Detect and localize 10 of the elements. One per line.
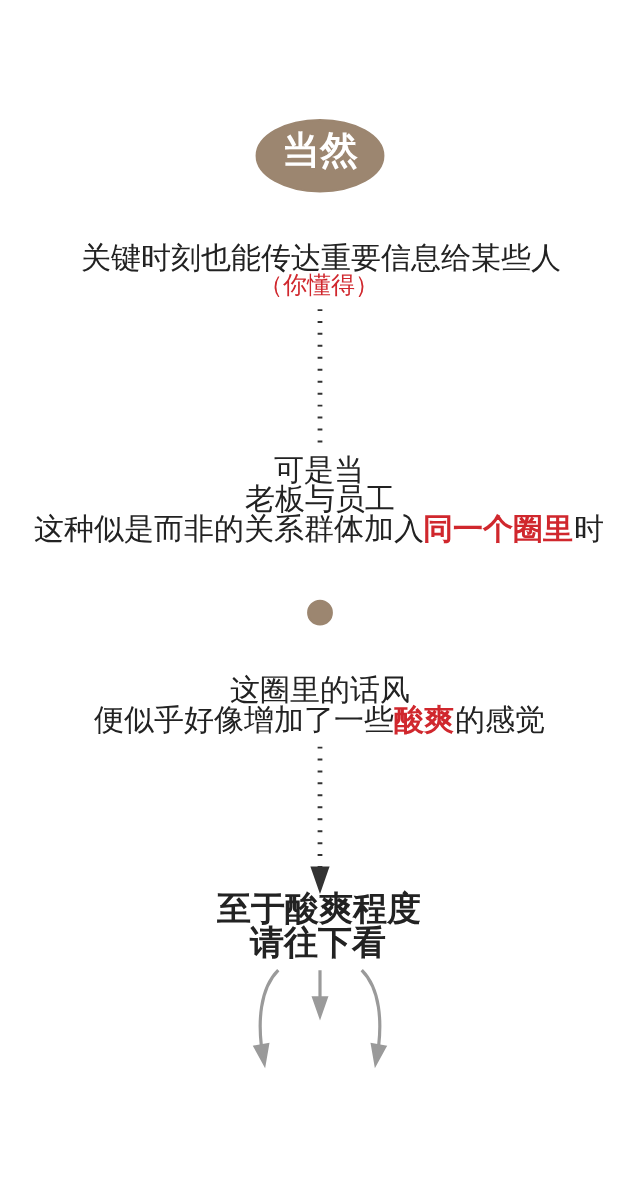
node-ellipse: 当然: [255, 118, 385, 193]
arrow: [252, 969, 280, 1069]
node-text: 至于酸爽程度 请往下看: [216, 888, 421, 962]
arrow: [360, 969, 388, 1069]
arrow: [310, 746, 330, 894]
node-text: 这圈里的话风 便似乎好像增加了一些酸爽的感觉: [93, 672, 546, 737]
node-circle: [307, 599, 333, 626]
arrow: [311, 970, 329, 1021]
node-text: 关键时刻也能传达重要信息给某些人 （你懂得）: [80, 239, 561, 299]
node-text: 可是当 老板与员工 这种似是而非的关系群体加入同一个圈里时: [33, 451, 605, 547]
